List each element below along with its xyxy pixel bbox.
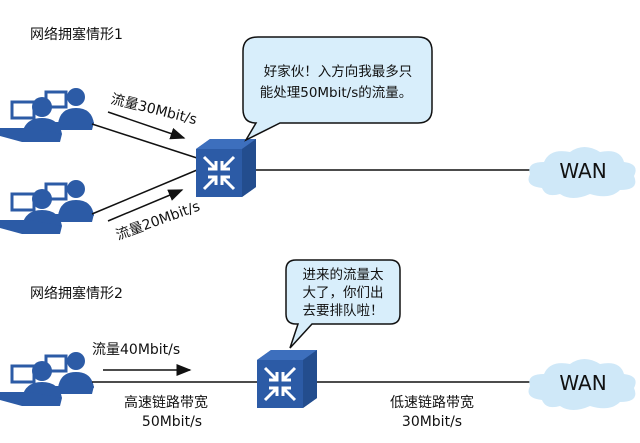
router-icon: [194, 137, 258, 199]
low-link-label: 低速链路带宽: [390, 394, 474, 411]
wan-label: WAN: [559, 371, 606, 395]
bubble-line: 大了，你们出: [303, 285, 384, 301]
flow-arrow: [107, 189, 184, 222]
scenario1-title: 网络拥塞情形1: [30, 26, 123, 43]
flow-label-40: 流量40Mbit/s: [92, 342, 180, 358]
user-group-icon: [0, 178, 96, 236]
high-link-label: 高速链路带宽: [124, 394, 208, 411]
speech-bubble: 好家伙！入方向我最多只 能处理50Mbit/s的流量。: [242, 36, 433, 142]
flow-label-20: 流量20Mbit/s: [114, 199, 202, 244]
flow-arrow: [107, 111, 186, 140]
bubble-line: 能处理50Mbit/s的流量。: [260, 85, 413, 101]
user-group-icon: [0, 86, 96, 144]
link-line: [91, 169, 198, 215]
wan-label: WAN: [559, 159, 606, 183]
low-link-bandwidth: 30Mbit/s: [402, 414, 462, 430]
high-link-bandwidth: 50Mbit/s: [142, 414, 202, 430]
user-group-icon: [0, 350, 96, 408]
speech-bubble: 进来的流量太 大了，你们出 去要排队啦！: [285, 259, 401, 349]
scenario2-title: 网络拥塞情形2: [30, 285, 123, 302]
router-icon: [255, 348, 319, 410]
bubble-line: 去要排队啦！: [303, 303, 384, 319]
link-line: [91, 123, 198, 159]
flow-label-30: 流量30Mbit/s: [109, 91, 198, 128]
bubble-line: 好家伙！入方向我最多只: [264, 63, 413, 80]
bubble-line: 进来的流量太: [303, 267, 384, 283]
